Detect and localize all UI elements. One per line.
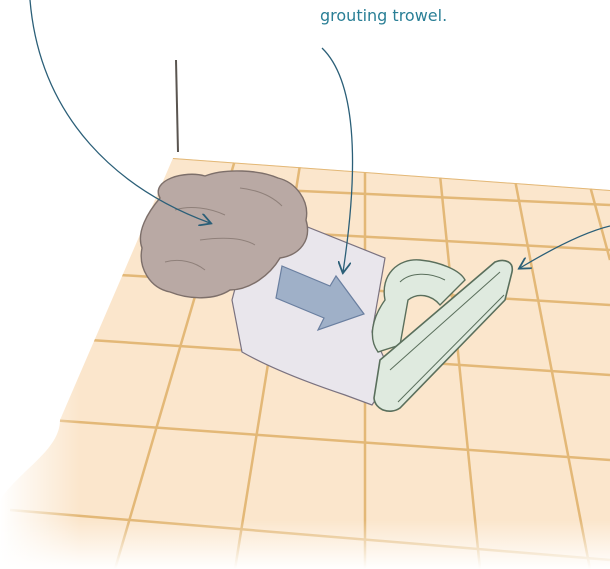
trowel-caption: grouting trowel. bbox=[320, 6, 447, 25]
wall-corner-line bbox=[176, 60, 178, 152]
